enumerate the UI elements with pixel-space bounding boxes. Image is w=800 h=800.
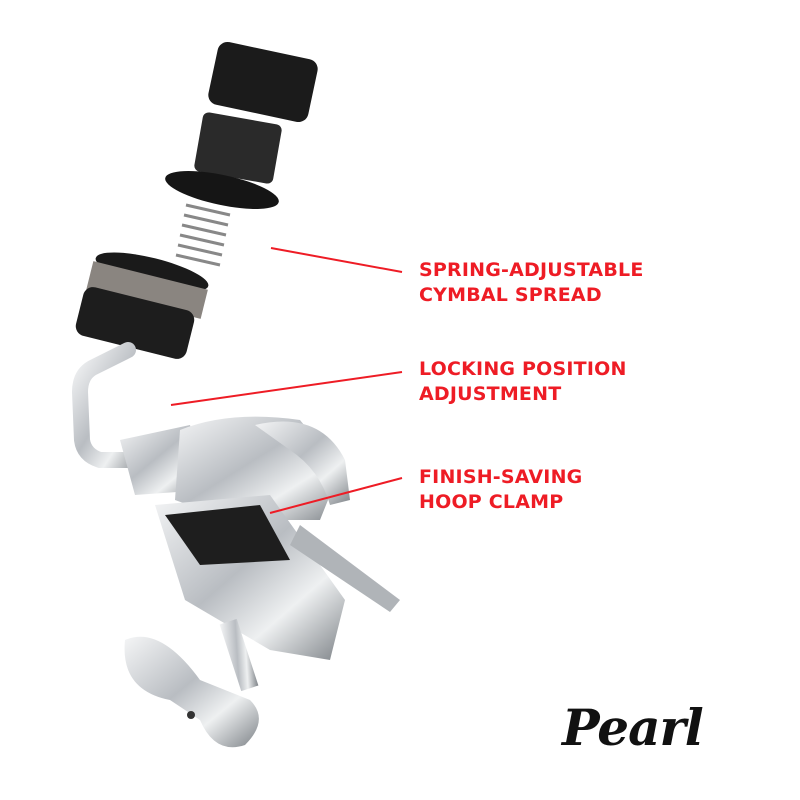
callout-text: LOCKING POSITION [419, 358, 627, 380]
hoop-clamp [120, 416, 400, 748]
pearl-logo: Pearl [562, 698, 704, 757]
callout-spring-adjustable: SPRING-ADJUSTABLE CYMBAL SPREAD [419, 258, 644, 308]
callout-text: SPRING-ADJUSTABLE [419, 259, 644, 281]
callout-line-clamp [269, 477, 403, 514]
callout-text: CYMBAL SPREAD [419, 284, 602, 306]
callout-locking-position: LOCKING POSITION ADJUSTMENT [419, 357, 627, 407]
callout-text: ADJUSTMENT [419, 383, 562, 405]
callout-text: FINISH-SAVING [419, 466, 583, 488]
callout-finish-saving: FINISH-SAVING HOOP CLAMP [419, 465, 582, 515]
callout-line-locking [170, 371, 403, 406]
l-rod [71, 342, 158, 468]
callout-text: HOOP CLAMP [419, 491, 564, 513]
spring [175, 203, 231, 267]
top-cap [165, 41, 318, 209]
callout-line-spring [270, 247, 403, 273]
bottom-felt [75, 252, 209, 359]
